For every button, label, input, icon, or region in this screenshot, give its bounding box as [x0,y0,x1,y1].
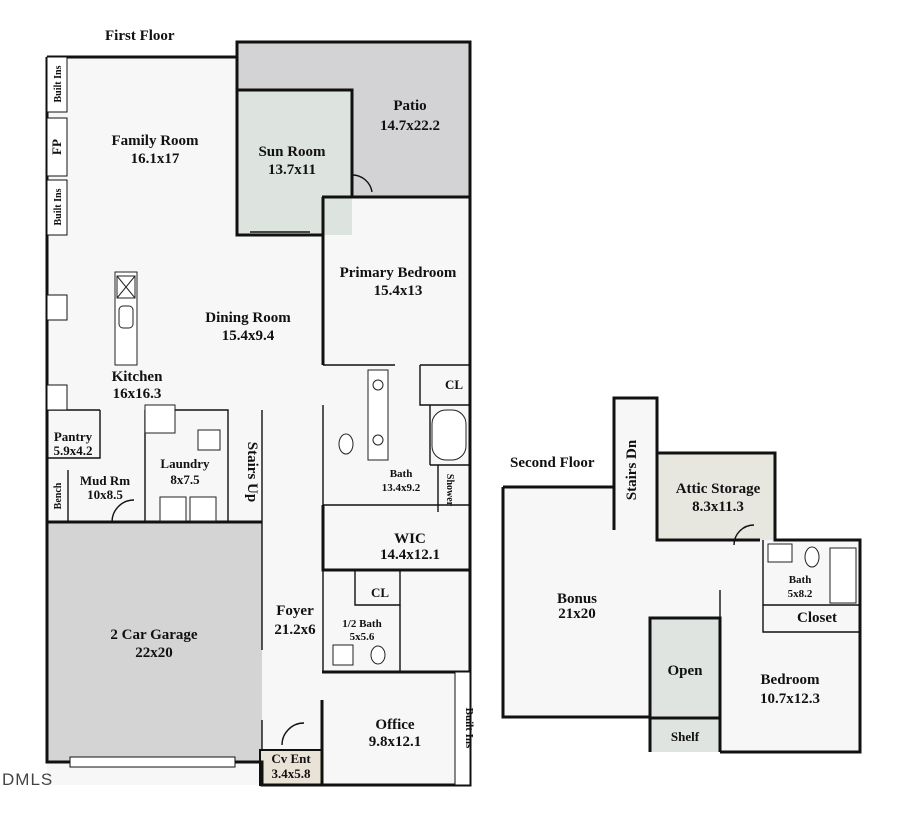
built-ins-1-label: Built Ins [53,65,64,102]
attic-door-swing [733,524,755,546]
open-label: Open [667,663,703,679]
foyer-name: Foyer [276,603,314,619]
bedroom-dims: 10.7x12.3 [760,691,820,707]
family-room-name: Family Room [111,133,199,149]
half-bath-name: 1/2 Bath [342,618,381,630]
washer-icon [159,496,187,522]
bath-name: Bath [390,468,413,480]
first-floor-title: First Floor [105,28,175,44]
wic-name: WIC [394,531,426,547]
second-floor: Second Floor Stairs Dn Attic Storage 8.3… [501,396,862,754]
sun-room-area [237,90,352,235]
patio-name: Patio [393,98,426,114]
closet-1-wall [419,365,470,406]
cl-1-label: CL [445,377,463,392]
laundry-dims: 8x7.5 [170,472,200,487]
range-icon [46,294,68,321]
half-bath-toilet-icon [370,645,386,665]
kitchen-name: Kitchen [112,369,163,385]
laundry-name: Laundry [160,456,210,471]
sun-room-dims: 13.7x11 [268,162,316,178]
primary-bedroom-dims: 15.4x13 [374,283,423,299]
fridge-icon [46,384,68,411]
garage-dims: 22x20 [135,645,173,661]
dryer-icon [189,496,217,522]
cv-ent-area [260,750,322,785]
bench-label: Bench [53,482,64,509]
fp-label: FP [49,139,64,155]
built-ins-1 [46,56,68,113]
dmls-watermark: DMLS [2,770,53,789]
tub-wall [429,405,470,466]
toilet-icon [338,433,354,455]
mud-room-dims: 10x8.5 [87,487,123,502]
cooktop-x2 [116,275,136,299]
bath-2-sink [767,543,793,563]
bathtub-icon [431,409,467,461]
cl-2-label: CL [371,585,389,600]
sun-room-name: Sun Room [258,144,326,160]
patio-dims: 14.7x22.2 [380,118,440,134]
second-floor-title: Second Floor [510,455,595,471]
bath-2-dims: 5x8.2 [788,588,813,600]
sun-room-west-wall [235,42,322,237]
kitchen-dims: 16x16.3 [113,386,162,402]
closet-label: Closet [797,610,837,626]
first-floor: First Floor [45,28,475,787]
cv-ent-name: Cv Ent [271,751,311,766]
shelf-label: Shelf [671,729,700,744]
laundry-counter [144,404,176,434]
mud-room-name: Mud Rm [80,473,130,488]
attic-area [657,453,775,540]
half-bath-sink [332,644,354,666]
office-dims: 9.8x12.1 [369,734,422,750]
attic-walls [655,453,760,542]
island-sink-icon [118,305,134,329]
sink-1-icon [372,379,384,391]
family-room-dims: 16.1x17 [131,151,180,167]
attic-name: Attic Storage [676,481,761,497]
primary-bedroom-name: Primary Bedroom [340,265,457,281]
bath-2-name: Bath [789,574,812,586]
half-bath-dims: 5x5.6 [350,631,375,643]
closet-walls [762,605,860,633]
fireplace [46,117,68,177]
sun-room-north-wall [237,88,354,197]
patio-door-swing [351,174,373,193]
mud-door-swing [111,499,135,523]
bath-dims: 13.4x9.2 [382,482,421,494]
built-ins-2 [46,179,68,236]
garage-area [47,522,262,762]
shower-label: Shower [444,474,455,507]
dining-room-dims: 15.4x9.4 [222,328,275,344]
pantry-dims: 5.9x4.2 [54,443,93,458]
front-door-swing [281,722,305,746]
office-built-ins [454,671,471,786]
bath-2-toilet-icon [804,546,820,568]
bath-2-tub-icon [829,547,857,604]
garage-name: 2 Car Garage [110,627,198,643]
attic-dims: 8.3x11.3 [692,499,744,515]
office-name: Office [375,717,414,733]
garage-door [69,756,236,768]
laundry-sink [197,429,221,451]
stairs-up-label: Stairs Up [244,442,260,502]
bonus-dims: 21x20 [558,606,596,622]
closet-2-wall [354,570,401,606]
cv-ent-border [259,749,323,786]
sink-2-icon [372,434,384,446]
built-ins-3-label: Built Ins [463,708,475,749]
stairs-dn-label: Stairs Dn [624,439,640,500]
vanity-counter [367,369,389,461]
dining-room-name: Dining Room [205,310,291,326]
wic-dims: 14.4x12.1 [380,547,440,563]
built-ins-2-label: Built Ins [53,188,64,225]
open-area [650,618,720,752]
bedroom-name: Bedroom [761,672,820,688]
cv-ent-dims: 3.4x5.8 [272,766,312,781]
pantry-name: Pantry [54,429,93,444]
bonus-name: Bonus [557,591,597,607]
foyer-dims: 21.2x6 [274,622,316,638]
